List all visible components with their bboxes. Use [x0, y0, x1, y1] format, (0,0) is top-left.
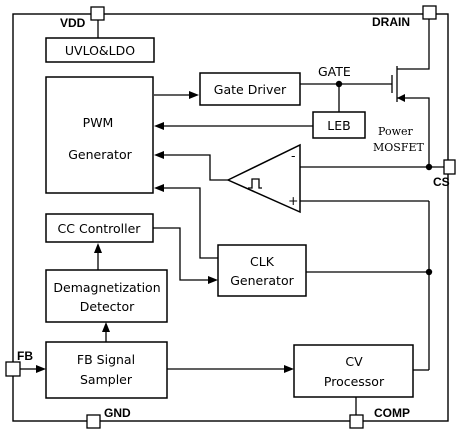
- cv-processor-block: [293, 344, 414, 398]
- hysteresis-icon: [248, 178, 262, 189]
- fb-to-demag-arrow: [102, 322, 110, 332]
- leb-to-pwm-arrow: [154, 122, 164, 130]
- clk-to-pwm-wire: [164, 187, 218, 259]
- gnd-pin-pad: [86, 414, 101, 429]
- cc-to-clk-arrow: [208, 276, 218, 284]
- cc-controller-block: [45, 213, 154, 243]
- comparator-minus-sign: -: [291, 148, 296, 163]
- cc-controller-label: CC Controller: [58, 221, 142, 236]
- cv-processor-label-line2: Processor: [324, 374, 385, 389]
- cs-pin-pad: [443, 159, 456, 175]
- vdd-pin-label: VDD: [60, 16, 86, 30]
- drain-pin-label: DRAIN: [372, 15, 410, 29]
- comp-pin-pad: [349, 414, 364, 429]
- fb-pin-label: FB: [17, 349, 33, 363]
- mosfet-source-wire: [397, 97, 430, 167]
- clk-generator-label-line1: CLK: [250, 254, 275, 269]
- demagnetization-detector-block: [45, 269, 168, 323]
- pwm-generator-label-line1: PWM: [83, 115, 114, 130]
- cc-to-clk-wire: [153, 227, 208, 281]
- comparator-to-pwm-arrow: [154, 151, 164, 159]
- mosfet-drain-wire: [397, 19, 430, 70]
- fb-signal-sampler-label-line2: Sampler: [80, 372, 133, 387]
- clk-generator-block: [217, 244, 307, 297]
- vdd-pin-pad: [90, 6, 105, 21]
- gate-driver-label: Gate Driver: [214, 82, 287, 97]
- clk-node-dot: [425, 268, 433, 276]
- leb-label: LEB: [327, 118, 350, 133]
- fb-input-arrow: [36, 365, 46, 373]
- comparator-to-pwm-wire: [164, 154, 228, 181]
- gate-driver-block: [199, 72, 301, 106]
- comp-pin-label: COMP: [374, 406, 410, 420]
- power-mosfet-label-line1: Power: [378, 125, 414, 138]
- chip-boundary: [12, 13, 449, 422]
- gate-label: GATE: [318, 64, 351, 79]
- fb-pin-pad: [5, 361, 21, 377]
- drain-pin-pad: [422, 5, 437, 20]
- power-mosfet-label-line2: MOSFET: [373, 141, 424, 154]
- fb-to-cv-arrow: [284, 365, 294, 373]
- cs-node-dot: [425, 163, 433, 171]
- cs-pin-label: CS: [433, 175, 450, 189]
- demagnetization-detector-label-line2: Detector: [80, 299, 135, 314]
- comparator-plus-sign: +: [288, 193, 298, 208]
- demag-to-cc-arrow: [94, 243, 102, 253]
- clk-to-pwm-arrow: [154, 184, 164, 192]
- pwm-to-gate-driver-arrow: [189, 91, 199, 99]
- fb-signal-sampler-label-line1: FB Signal: [77, 352, 135, 367]
- cv-processor-label-line1: CV: [345, 354, 363, 369]
- demagnetization-detector-label-line1: Demagnetization: [53, 280, 160, 295]
- uvlo-ldo-block: [45, 37, 155, 63]
- pwm-generator-label-line2: Generator: [68, 147, 132, 162]
- current-sense-comparator: [226, 143, 301, 214]
- gnd-pin-label: GND: [104, 406, 131, 420]
- clk-generator-label-line2: Generator: [230, 273, 294, 288]
- uvlo-ldo-label: UVLO&LDO: [65, 43, 135, 58]
- pwm-generator-block: [45, 76, 154, 194]
- mosfet-source-arrow: [397, 94, 405, 102]
- fb-signal-sampler-block: [45, 341, 168, 399]
